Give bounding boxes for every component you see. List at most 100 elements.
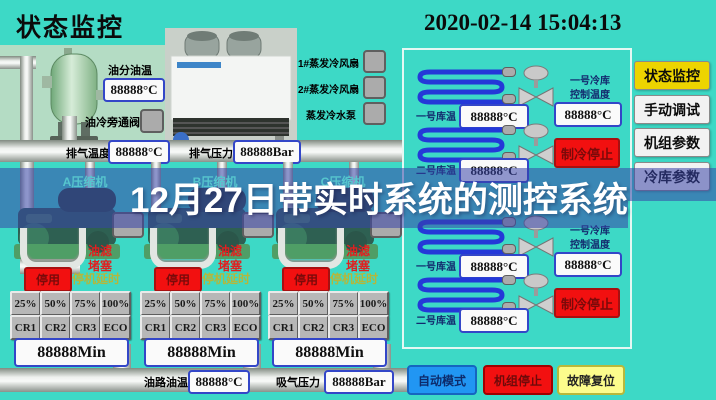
compressor-a-oil-filter-alarm: 油滤 <box>88 244 113 258</box>
fan1-label: 1#蒸发冷风扇 <box>298 59 360 70</box>
caption-overlay-band <box>0 168 716 201</box>
compressor-c-eco-button[interactable]: ECO <box>358 315 389 340</box>
fan2-status-indicator <box>363 76 386 99</box>
pipe-fitting <box>502 125 516 135</box>
room1-ctrl-temp-value: 88888°C <box>554 102 622 127</box>
auto-mode-button[interactable]: 自动模式 <box>407 365 477 395</box>
evaporator-coil <box>414 66 507 111</box>
menu-manual-debug-button[interactable]: 手动调试 <box>634 95 710 124</box>
solenoid-valve-icon <box>516 64 556 113</box>
cold-storage-panel: 一号冷库 控制温度 88888°C 一号库温 88888°C 制冷停止 二号库温… <box>402 48 632 349</box>
compressor-c-load-25-button[interactable]: 25% <box>268 291 299 316</box>
compressor-c-cr2-button[interactable]: CR2 <box>298 315 329 340</box>
compressor-b-blockage-alarm: 堵塞 <box>218 259 243 273</box>
compressor-a-load-50-button[interactable]: 50% <box>40 291 71 316</box>
compressor-a-cr3-button[interactable]: CR3 <box>70 315 101 340</box>
unit-stop-button[interactable]: 机组停止 <box>483 365 553 395</box>
room1-ctrl-temp-value: 88888°C <box>554 252 622 277</box>
compressor-c-cr3-button[interactable]: CR3 <box>328 315 359 340</box>
room1-temp-label: 一号库温 <box>416 262 456 273</box>
compressor-a-load-100-button[interactable]: 100% <box>100 291 131 316</box>
oil-separator-temp-label: 油分油温 <box>108 65 152 77</box>
discharge-pipe <box>0 140 404 162</box>
oil-circuit-temp-value: 88888°C <box>188 370 250 394</box>
fan2-label: 2#蒸发冷风扇 <box>298 85 360 96</box>
compressor-c-load-100-button[interactable]: 100% <box>358 291 389 316</box>
room1-temp-value: 88888°C <box>459 104 529 129</box>
suction-pressure-value: 88888Bar <box>324 370 394 394</box>
compressor-a-cr2-button[interactable]: CR2 <box>40 315 71 340</box>
menu-unit-params-button[interactable]: 机组参数 <box>634 128 710 157</box>
compressor-c-load-50-button[interactable]: 50% <box>298 291 329 316</box>
pipe <box>278 228 344 269</box>
compressor-c-stop-button[interactable]: 停用 <box>282 267 330 292</box>
caption-title: 12月27日带实时系统的测控系统 <box>130 181 628 220</box>
compressor-a-stop-delay-label: 停机延时 <box>72 272 121 286</box>
oil-bypass-valve-indicator <box>140 109 164 133</box>
compressor-b-cr1-button[interactable]: CR1 <box>140 315 171 340</box>
compressor-c-name-label: C压缩机 <box>320 175 366 189</box>
compressor-unit-a: 油滤 堵塞 停用 停机延时 25% 50% 75% 100% CR1 CR2 C… <box>8 160 144 392</box>
evaporator-coil <box>414 124 507 169</box>
datetime-display: 2020-02-14 15:04:13 <box>424 10 622 35</box>
pipe-fitting <box>502 94 516 104</box>
compressor-c-blockage-alarm: 堵塞 <box>346 259 371 273</box>
compressor-c-load-75-button[interactable]: 75% <box>328 291 359 316</box>
pump-label: 蒸发冷水泵 <box>306 111 356 122</box>
compressor-b-stop-button[interactable]: 停用 <box>154 267 202 292</box>
compressor-b-load-50-button[interactable]: 50% <box>170 291 201 316</box>
compressor-b-load-75-button[interactable]: 75% <box>200 291 231 316</box>
pipe <box>150 228 216 269</box>
compressor-b-runtime-value: 88888Min <box>144 338 259 367</box>
compressor-b-eco-button[interactable]: ECO <box>230 315 261 340</box>
pipe <box>20 228 86 269</box>
room1-ctrl-temp-label-line1: 一号冷库 <box>570 76 610 87</box>
oil-separator-tank-image <box>38 46 110 144</box>
oil-separator-temp-value: 88888°C <box>103 78 165 102</box>
room2-temp-label: 二号库温 <box>416 316 456 327</box>
pipe-fitting <box>502 275 516 285</box>
room1-cooling-stop-button[interactable]: 制冷停止 <box>554 138 620 168</box>
compressor-b-oil-filter-alarm: 油滤 <box>218 244 243 258</box>
page-title: 状态监控 <box>16 14 125 42</box>
compressor-b-cr2-button[interactable]: CR2 <box>170 315 201 340</box>
suction-pressure-label: 吸气压力 <box>276 377 320 389</box>
evaporative-condenser-image <box>165 28 297 152</box>
caption-overlay-band <box>0 201 628 228</box>
discharge-temp-value: 88888°C <box>108 140 170 164</box>
room1-temp-label: 一号库温 <box>416 112 456 123</box>
compressor-a-name-label: A压缩机 <box>62 175 108 189</box>
compressor-a-stop-button[interactable]: 停用 <box>24 267 72 292</box>
pipe <box>20 56 33 142</box>
compressor-b-name-label: B压缩机 <box>192 175 238 189</box>
pipe-fitting <box>502 67 516 77</box>
fault-reset-button[interactable]: 故障复位 <box>557 365 625 395</box>
room1-ctrl-temp-label-line2: 控制温度 <box>570 240 610 251</box>
discharge-pressure-label: 排气压力 <box>189 148 233 160</box>
compressor-a-blockage-alarm: 堵塞 <box>88 259 113 273</box>
compressor-c-stop-delay-label: 停机延时 <box>330 272 379 286</box>
compressor-a-eco-button[interactable]: ECO <box>100 315 131 340</box>
room1-cooling-stop-button[interactable]: 制冷停止 <box>554 288 620 318</box>
compressor-b-load-25-button[interactable]: 25% <box>140 291 171 316</box>
compressor-a-cr1-button[interactable]: CR1 <box>10 315 41 340</box>
room1-ctrl-temp-label-line1: 一号冷库 <box>570 226 610 237</box>
oil-bypass-valve-label: 油冷旁通阀 <box>85 117 140 129</box>
menu-status-monitor-button[interactable]: 状态监控 <box>634 61 710 90</box>
compressor-a-load-25-button[interactable]: 25% <box>10 291 41 316</box>
pipe <box>62 116 77 142</box>
compressor-c-runtime-value: 88888Min <box>272 338 387 367</box>
evaporator-coil <box>414 274 507 319</box>
discharge-pressure-value: 88888Bar <box>233 140 301 164</box>
discharge-temp-label: 排气温度 <box>66 148 110 160</box>
compressor-a-runtime-value: 88888Min <box>14 338 129 367</box>
fan1-status-indicator <box>363 50 386 73</box>
compressor-a-load-75-button[interactable]: 75% <box>70 291 101 316</box>
room1-ctrl-temp-label-line2: 控制温度 <box>570 90 610 101</box>
compressor-b-cr3-button[interactable]: CR3 <box>200 315 231 340</box>
compressor-c-cr1-button[interactable]: CR1 <box>268 315 299 340</box>
compressor-b-load-100-button[interactable]: 100% <box>230 291 261 316</box>
compressor-b-stop-delay-label: 停机延时 <box>202 272 251 286</box>
oil-circuit-temp-label: 油路油温 <box>144 377 188 389</box>
room2-temp-value: 88888°C <box>459 308 529 333</box>
